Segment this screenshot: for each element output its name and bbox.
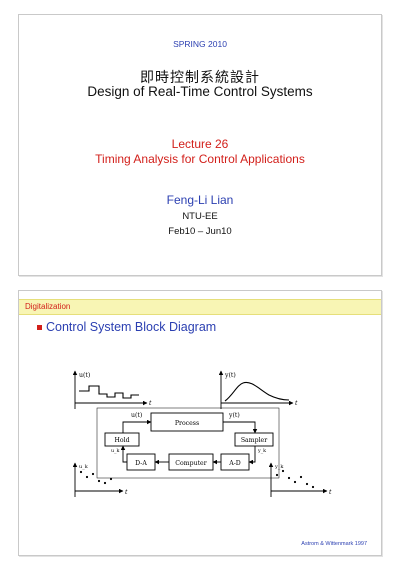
affiliation: NTU-EE (182, 211, 218, 222)
hold-block: Hold (114, 437, 129, 444)
t-axis-u: t (149, 400, 152, 407)
yk-plot-label: y_k (274, 464, 284, 470)
da-block: D-A (135, 460, 147, 467)
process-block: Process (175, 420, 199, 427)
computer-block: Computer (175, 460, 206, 467)
section-header: Digitalization (19, 299, 381, 315)
t-axis-uk: t (125, 489, 128, 496)
t-axis-y: t (295, 400, 298, 407)
t-axis-yk: t (329, 489, 332, 496)
course-title-chinese: 即時控制系統設計 (140, 70, 260, 86)
uk-connection-label: u_k (111, 448, 119, 454)
sampler-block: Sampler (241, 437, 267, 444)
uk-plot (72, 462, 124, 497)
instructor-name: Feng-Li Lian (166, 193, 234, 207)
bullet-marker (37, 325, 42, 330)
bullet-title: Control System Block Diagram (46, 320, 217, 334)
lecture-number: Lecture 26 (171, 137, 229, 151)
lecture-topic: Timing Analysis for Control Applications (95, 152, 305, 166)
u-signal-label: u(t) (79, 372, 90, 379)
y-signal-label: y(t) (224, 372, 236, 379)
title-slide: SPRING 2010 即時控制系統設計 Design of Real-Time… (18, 14, 382, 276)
y-connection-label: y(t) (228, 412, 240, 419)
y-plot (218, 370, 294, 409)
course-title-english: Design of Real-Time Control Systems (87, 84, 313, 99)
semester-label: SPRING 2010 (173, 39, 227, 49)
course-dates: Feb10 – Jun10 (168, 226, 232, 237)
yk-connection-label: y_k (257, 448, 266, 454)
ad-block: A-D (228, 460, 241, 467)
u-plot (72, 370, 148, 409)
uk-plot-label: u_k (79, 464, 89, 470)
yk-plot (268, 462, 328, 497)
control-block-diagram: Process Hold Sampler D-A Computer A-D u(… (72, 370, 332, 497)
u-connection-label: u(t) (131, 412, 142, 419)
block-diagram-slide: Digitalization Control System Block Diag… (18, 290, 382, 556)
image-credit: Astrom & Wittenmark 1997 (301, 541, 367, 547)
